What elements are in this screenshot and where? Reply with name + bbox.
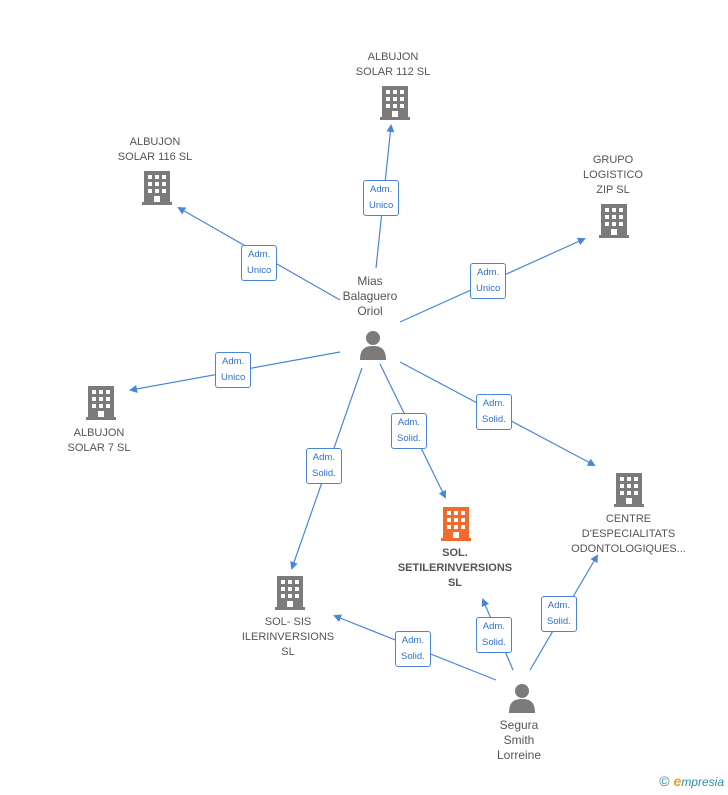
brand-logo-initial: e — [673, 773, 682, 789]
edge-label: Adm. Solid. — [395, 631, 431, 667]
copyright-icon: © — [659, 773, 670, 789]
company-label-sol-sis[interactable]: SOL- SIS ILERINVERSIONS SL — [241, 616, 335, 658]
edge-label: Adm. Unico — [215, 352, 252, 388]
edge-label: Adm. Solid. — [391, 413, 427, 449]
building-icon[interactable] — [599, 204, 629, 238]
person-label-segura[interactable]: Segura Smith Lorreine — [496, 718, 542, 762]
empresia-footer[interactable]: ©empresia — [659, 773, 724, 789]
edge-label: Adm. Unico — [241, 245, 278, 281]
building-icon[interactable] — [86, 386, 116, 420]
building-icon[interactable] — [380, 86, 410, 120]
edge-label: Adm. Unico — [470, 263, 507, 299]
building-icon[interactable] — [275, 576, 305, 610]
company-label-albujon-116[interactable]: ALBUJON SOLAR 116 SL — [117, 136, 193, 163]
edge-label: Adm. Solid. — [476, 394, 512, 430]
company-label-albujon-7[interactable]: ALBUJON SOLAR 7 SL — [67, 427, 131, 454]
brand-logo-text: mpresia — [681, 775, 724, 789]
company-label-centre[interactable]: CENTRE D'ESPECIALITATS ODONTOLOGIQUES... — [571, 513, 686, 555]
edge-label: Adm. Unico — [363, 180, 400, 216]
company-label-sol-setilerinversions[interactable]: SOL. SETILERINVERSIONS SL — [397, 547, 513, 589]
company-label-grupo-logistico[interactable]: GRUPO LOGISTICO ZIP SL — [583, 154, 643, 196]
building-icon[interactable] — [441, 507, 471, 541]
person-label-mias[interactable]: Mias Balaguero Oriol — [342, 274, 398, 318]
person-icon[interactable] — [509, 684, 535, 713]
edge-label: Adm. Solid. — [476, 617, 512, 653]
edge-label: Adm. Solid. — [306, 448, 342, 484]
edge-label: Adm. Solid. — [541, 596, 577, 632]
person-icon[interactable] — [360, 331, 386, 360]
building-icon[interactable] — [614, 473, 644, 507]
building-icon[interactable] — [142, 171, 172, 205]
company-label-albujon-112[interactable]: ALBUJON SOLAR 112 SL — [355, 51, 431, 78]
